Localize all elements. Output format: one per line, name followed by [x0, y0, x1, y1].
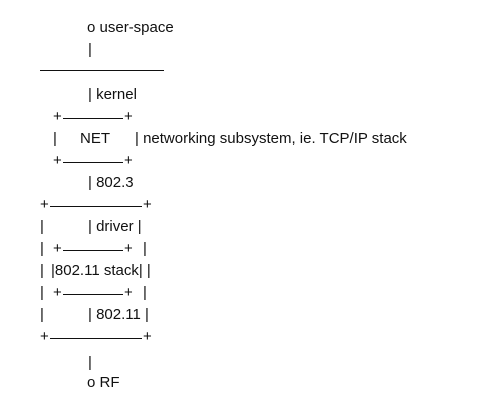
driver-box-right-edge: | [143, 240, 147, 257]
kernel-boundary-line [40, 70, 164, 71]
user-space-label: o user-space [87, 19, 174, 36]
ieee-80211-stack-label: |802.11 stack| | [51, 262, 151, 279]
driver-box-corner-tr: + [143, 196, 152, 213]
net-box-corner-tl: + [53, 108, 62, 125]
net-box-corner-tr: + [124, 108, 133, 125]
user-space-connector: | [88, 41, 92, 58]
driver-box-left-edge: | [40, 218, 44, 235]
driver-box-left-edge: | [40, 284, 44, 301]
net-box-corner-br: + [124, 152, 133, 169]
driver-box-top-edge [50, 206, 142, 207]
stack-box-corner-bl: + [53, 284, 62, 301]
driver-box-right-edge: | [143, 284, 147, 301]
rf-label: o RF [87, 374, 120, 391]
stack-box-corner-tl: + [53, 240, 62, 257]
ieee-80211-interface-label: | 802.11 | [88, 306, 149, 323]
net-box-corner-bl: + [53, 152, 62, 169]
net-box-bottom-edge [63, 162, 123, 163]
driver-box-corner-tl: + [40, 196, 49, 213]
kernel-label: | kernel [88, 86, 137, 103]
driver-box-corner-bl: + [40, 328, 49, 345]
ieee-8023-interface-label: | 802.3 [88, 174, 134, 191]
stack-box-top-edge [63, 250, 123, 251]
driver-box-bottom-edge [50, 338, 142, 339]
net-box-top-edge [63, 118, 123, 119]
stack-box-corner-br: + [124, 284, 133, 301]
stack-box-bottom-edge [63, 294, 123, 295]
net-box-left-edge: | [53, 130, 57, 147]
net-box-label: NET [80, 130, 110, 147]
driver-box-corner-br: + [143, 328, 152, 345]
driver-box-left-edge: | [40, 262, 44, 279]
rf-connector: | [88, 354, 92, 371]
net-box-description: | networking subsystem, ie. TCP/IP stack [135, 130, 407, 147]
driver-box-left-edge: | [40, 306, 44, 323]
driver-box-left-edge: | [40, 240, 44, 257]
driver-label: | driver | [88, 218, 142, 235]
stack-box-corner-tr: + [124, 240, 133, 257]
